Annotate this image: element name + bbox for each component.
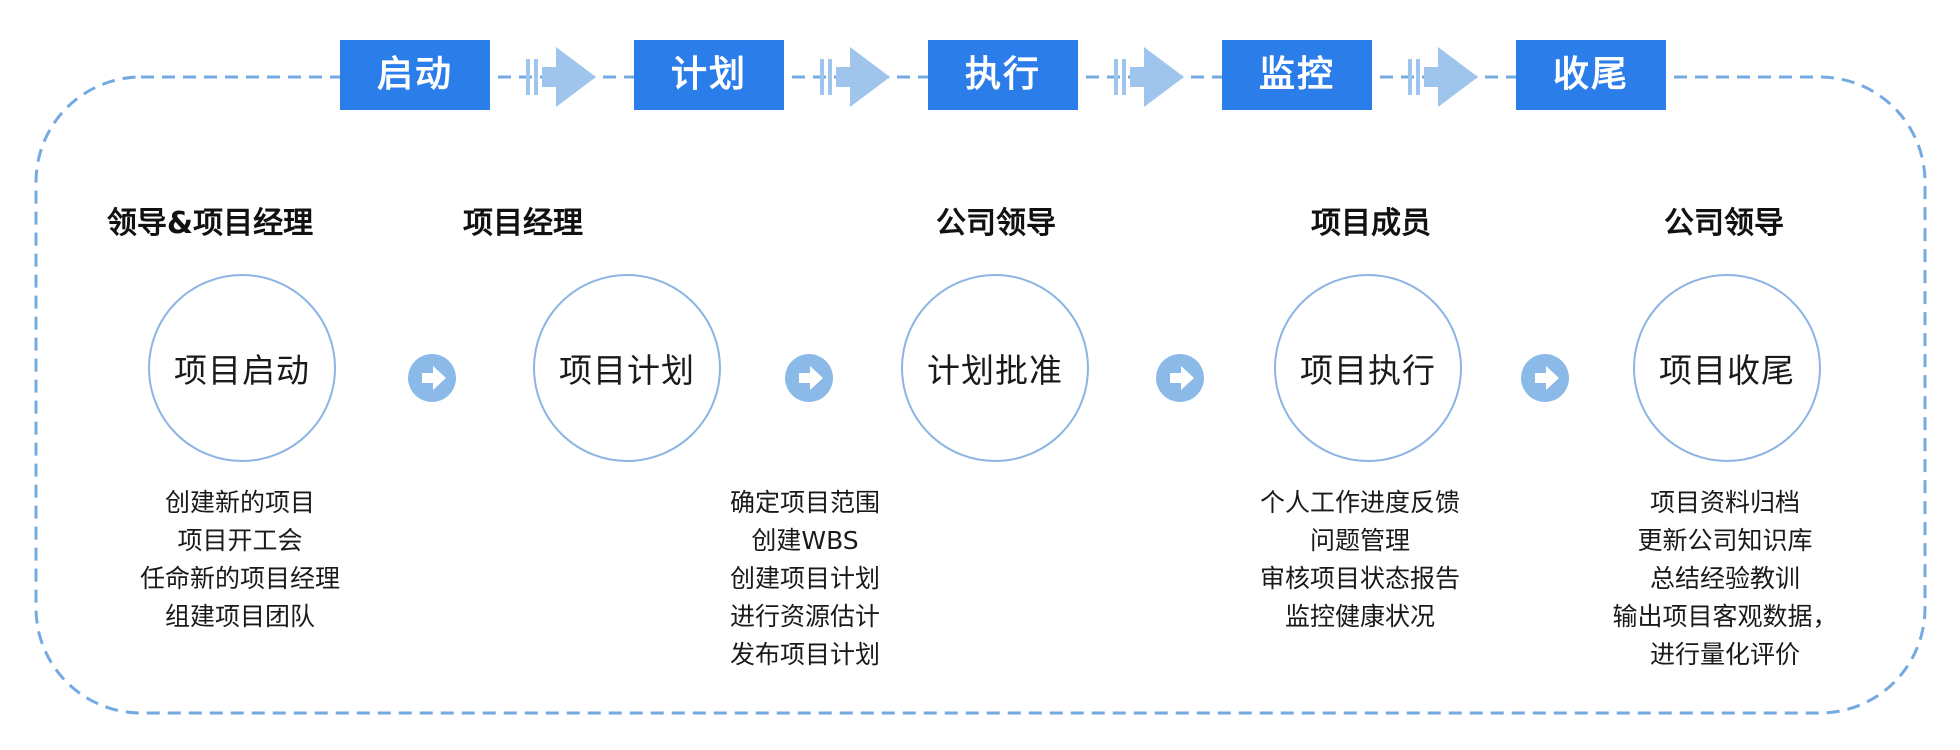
task-list-execution: 个人工作进度反馈问题管理审核项目状态报告监控健康状况	[1190, 484, 1530, 636]
task-item: 项目开工会	[177, 526, 303, 555]
task-item: 输出项目客观数据，	[1612, 602, 1838, 631]
task-item: 进行资源估计	[729, 602, 880, 631]
task-item: 发布项目计划	[729, 640, 880, 669]
task-item: 个人工作进度反馈	[1259, 488, 1460, 517]
task-item: 创建WBS	[751, 526, 859, 555]
task-item: 组建项目团队	[164, 602, 315, 631]
role-label-approval: 公司领导	[936, 206, 1056, 241]
flow-arrow-icon	[820, 47, 890, 107]
task-item: 进行量化评价	[1649, 640, 1800, 669]
milestone-circle-execution: 项目执行	[1274, 274, 1462, 462]
milestone-label: 项目启动	[174, 351, 310, 390]
phase-tab-initiation: 启动	[340, 40, 490, 110]
task-list-planning: 确定项目范围创建WBS 创建项目计划进行资源估计发布项目计划	[635, 484, 975, 674]
task-list-initiation: 创建新的项目项目开工会任命新的项目经理组建项目团队	[70, 484, 410, 636]
milestone-label: 项目收尾	[1659, 351, 1795, 390]
phase-tab-monitoring: 监控	[1222, 40, 1372, 110]
task-item: 总结经验教训	[1649, 564, 1800, 593]
task-list-closing: 项目资料归档更新公司知识库总结经验教训输出项目客观数据， 进行量化评价	[1555, 484, 1895, 674]
circle-arrow-icon	[408, 354, 456, 402]
circle-arrow-icon	[1156, 354, 1204, 402]
phase-tab-execution: 执行	[928, 40, 1078, 110]
role-label-closing: 公司领导	[1664, 206, 1784, 241]
task-item: 项目资料归档	[1649, 488, 1800, 517]
circle-arrow-icon	[785, 354, 833, 402]
task-item: 审核项目状态报告	[1259, 564, 1460, 593]
task-item: 创建新的项目	[164, 488, 315, 517]
milestone-circle-planning: 项目计划	[533, 274, 721, 462]
milestone-label: 计划批准	[927, 351, 1063, 390]
task-item: 监控健康状况	[1284, 602, 1435, 631]
phase-tab-closing: 收尾	[1516, 40, 1666, 110]
milestone-circle-initiation: 项目启动	[148, 274, 336, 462]
role-label-execution: 项目成员	[1311, 206, 1431, 241]
milestone-circle-approval: 计划批准	[901, 274, 1089, 462]
phase-tab-planning: 计划	[634, 40, 784, 110]
task-item: 确定项目范围	[729, 488, 880, 517]
milestone-label: 项目计划	[559, 351, 695, 390]
task-item: 更新公司知识库	[1637, 526, 1813, 555]
milestone-circle-closing: 项目收尾	[1633, 274, 1821, 462]
task-item: 创建项目计划	[729, 564, 880, 593]
circle-arrow-icon	[1521, 354, 1569, 402]
flow-arrow-icon	[1114, 47, 1184, 107]
task-item: 任命新的项目经理	[139, 564, 340, 593]
flow-arrow-icon	[526, 47, 596, 107]
milestone-label: 项目执行	[1300, 351, 1436, 390]
task-item: 问题管理	[1309, 526, 1410, 555]
flow-arrow-icon	[1408, 47, 1478, 107]
role-label-planning: 项目经理	[463, 206, 583, 241]
role-label-initiation: 领导&项目经理	[106, 206, 314, 241]
